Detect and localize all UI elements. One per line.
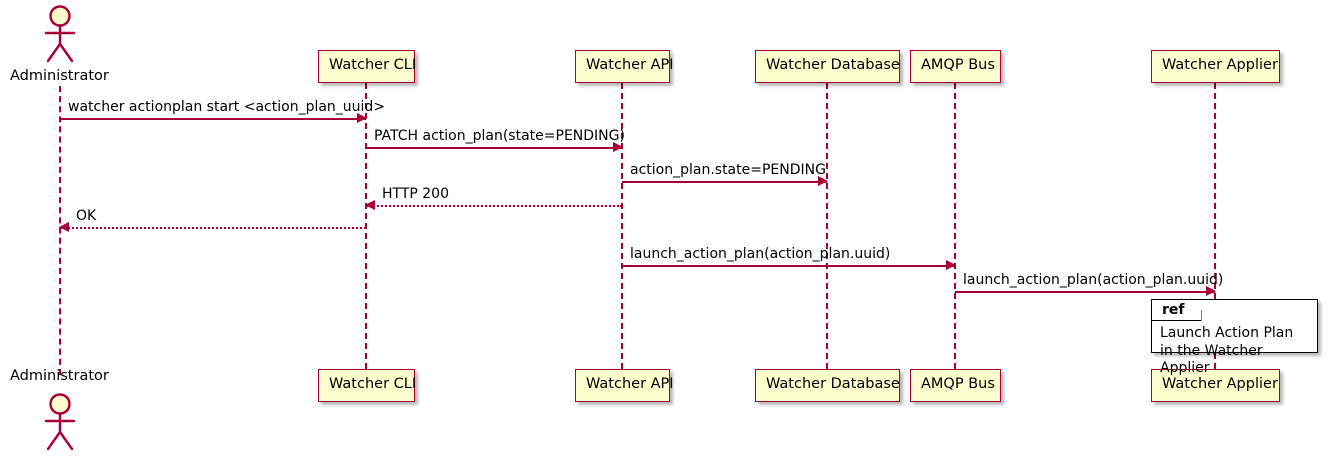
message-label-4: HTTP 200 xyxy=(382,186,449,202)
message-label-1: watcher actionplan start <action_plan_uu… xyxy=(68,99,386,115)
participant-box-top-watcher-api[interactable]: Watcher API xyxy=(575,50,674,83)
participant-box-bottom-watcher-api[interactable]: Watcher API xyxy=(575,369,674,402)
message-line-1 xyxy=(60,118,366,120)
message-label-7: launch_action_plan(action_plan.uuid) xyxy=(963,272,1224,288)
message-arrowhead-7 xyxy=(1206,286,1216,296)
participant-box-top-watcher-database[interactable]: Watcher Database xyxy=(755,50,900,83)
lifeline-watcher-database xyxy=(826,83,828,369)
participant-box-top-watcher-cli[interactable]: Watcher CLI xyxy=(318,50,416,83)
participant-box-top-amqp-bus[interactable]: AMQP Bus xyxy=(910,50,1001,83)
participant-box-bottom-watcher-database[interactable]: Watcher Database xyxy=(755,369,900,402)
message-arrowhead-2 xyxy=(613,142,623,152)
message-line-6 xyxy=(622,265,955,267)
message-line-5 xyxy=(60,227,366,229)
actor-figure-top-administrator xyxy=(38,4,82,68)
participant-box-top-watcher-applier[interactable]: Watcher Applier xyxy=(1151,50,1280,83)
participant-label-top-administrator: Administrator xyxy=(10,68,109,84)
message-label-5: OK xyxy=(76,208,97,224)
message-arrowhead-6 xyxy=(946,260,956,270)
lifeline-watcher-applier xyxy=(1214,83,1216,369)
message-label-3: action_plan.state=PENDING xyxy=(630,162,826,178)
lifeline-watcher-api xyxy=(621,83,623,369)
participant-box-bottom-watcher-applier[interactable]: Watcher Applier xyxy=(1151,369,1280,402)
message-line-3 xyxy=(622,181,827,183)
message-arrowhead-1 xyxy=(357,113,367,123)
ref-fragment-text: Launch Action Plan in the Watcher Applie… xyxy=(1160,325,1294,376)
message-label-6: launch_action_plan(action_plan.uuid) xyxy=(630,246,891,262)
message-line-4 xyxy=(366,205,622,207)
message-label-2: PATCH action_plan(state=PENDING) xyxy=(374,128,625,144)
participant-box-bottom-amqp-bus[interactable]: AMQP Bus xyxy=(910,369,1001,402)
participant-label-bottom-administrator: Administrator xyxy=(10,368,109,384)
lifeline-amqp-bus xyxy=(954,83,956,369)
message-arrowhead-3 xyxy=(818,176,828,186)
actor-figure-bottom-administrator xyxy=(38,392,82,456)
participant-box-bottom-watcher-cli[interactable]: Watcher CLI xyxy=(318,369,416,402)
message-arrowhead-5 xyxy=(59,222,69,232)
ref-fragment-tag: ref xyxy=(1152,300,1202,321)
message-line-2 xyxy=(366,147,622,149)
lifeline-watcher-cli xyxy=(365,83,367,369)
message-arrowhead-4 xyxy=(365,200,375,210)
message-line-7 xyxy=(955,291,1215,293)
